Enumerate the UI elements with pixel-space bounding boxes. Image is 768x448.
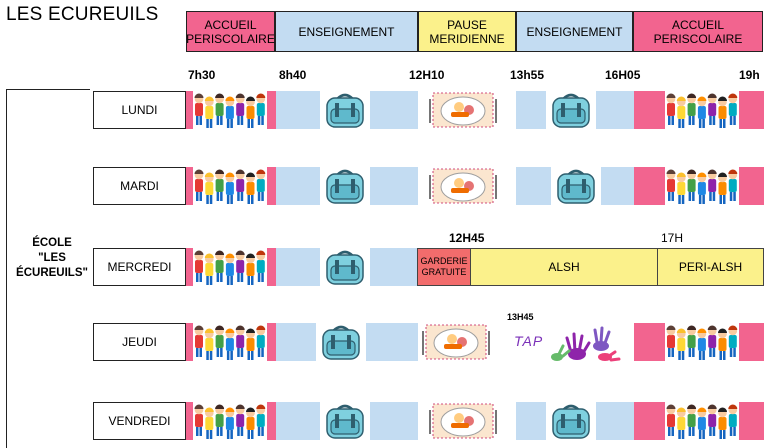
time-label: 17H: [661, 231, 684, 245]
header-enseignement-1: ENSEIGNEMENT: [275, 11, 418, 52]
children-group-icon: [193, 91, 267, 129]
handprints-icon: [509, 322, 631, 362]
schoolbag-icon: [320, 402, 370, 440]
alsh-cell: ALSH: [470, 248, 658, 286]
children-group-icon: [665, 167, 739, 205]
garderie-gratuite-cell: GARDERIE GRATUITE: [417, 248, 471, 286]
time-label: 12H10: [409, 68, 445, 82]
time-label: 13h55: [510, 68, 545, 82]
time-label: 19h: [739, 68, 760, 82]
children-group-icon: [193, 402, 267, 440]
day-label-jeudi: JEUDI: [93, 323, 186, 361]
day-label-mercredi: MERCREDI: [93, 248, 186, 286]
day-label-lundi: LUNDI: [93, 91, 186, 129]
children-group-icon: [193, 167, 267, 205]
schoolbag-icon: [320, 167, 370, 205]
school-label: ÉCOLE "LES ÉCUREUILS": [16, 237, 88, 279]
schoolbag-icon: [546, 91, 596, 129]
school-bracket: [6, 89, 90, 448]
schoolbag-icon: [320, 91, 370, 129]
children-group-icon: [665, 91, 739, 129]
lunch-plate-icon: [425, 91, 501, 129]
header-accueil-morning: ACCUEIL PERISCOLAIRE: [186, 11, 275, 52]
children-group-icon: [665, 323, 739, 361]
tap-label: TAP: [514, 333, 544, 349]
schoolbag-icon: [551, 167, 601, 205]
header-enseignement-2: ENSEIGNEMENT: [516, 11, 633, 52]
time-label: 8h40: [279, 68, 307, 82]
page-title: LES ECUREUILS: [6, 4, 159, 25]
schoolbag-icon: [316, 323, 366, 361]
day-label-vendredi: VENDREDI: [93, 402, 186, 440]
header-pause-meridienne: PAUSE MERIDIENNE: [418, 11, 516, 52]
children-group-icon: [193, 248, 267, 286]
schoolbag-icon: [546, 402, 596, 440]
schoolbag-icon: [320, 248, 370, 286]
lunch-plate-icon: [425, 167, 501, 205]
time-label: 7h30: [188, 68, 216, 82]
peri-alsh-cell: PERI-ALSH: [657, 248, 764, 286]
header-accueil-evening: ACCUEIL PERISCOLAIRE: [633, 11, 763, 52]
day-label-mardi: MARDI: [93, 167, 186, 205]
time-label: 12H45: [449, 231, 485, 245]
children-group-icon: [193, 323, 267, 361]
time-label: 16H05: [605, 68, 641, 82]
lunch-plate-icon: [418, 323, 502, 361]
children-group-icon: [665, 402, 739, 440]
lunch-plate-icon: [425, 402, 501, 440]
time-label: 13H45: [507, 312, 534, 322]
